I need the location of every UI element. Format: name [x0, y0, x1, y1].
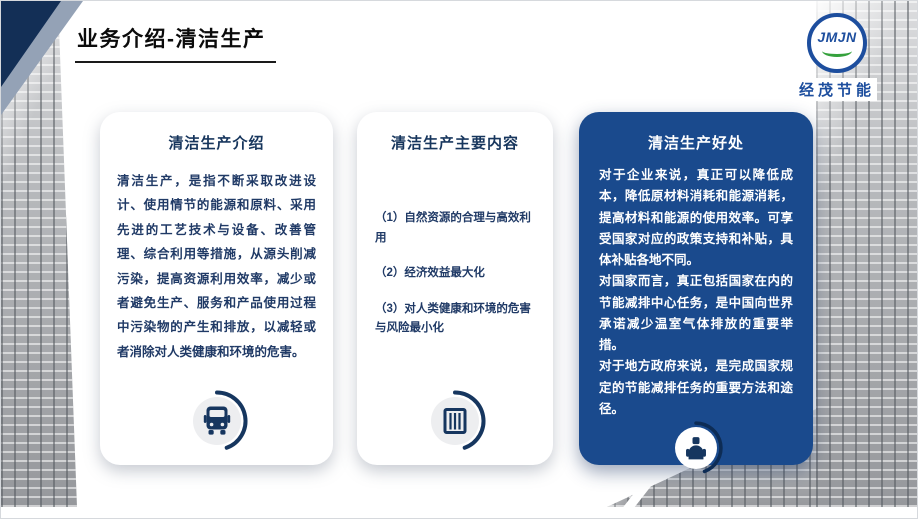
company-logo: JMJN 经茂节能 [789, 13, 885, 101]
card-body-text: 清洁生产，是指不断采取改进设计、使用情节的能源和原料、采用先进的工艺技术与设备、… [117, 174, 316, 359]
logo-text: JMJN [817, 28, 857, 45]
crate-icon [423, 389, 487, 453]
list-item: （1）自然资源的合理与高效利用 [375, 212, 531, 244]
paragraph: 对于地方政府来说，是完成国家规定的节能减排任务的重要方法和途径。 [599, 359, 793, 416]
card-clean-production-intro: 清洁生产介绍 清洁生产，是指不断采取改进设计、使用情节的能源和原料、采用先进的工… [100, 112, 333, 465]
card-paragraphs: 对于企业来说，真正可以降低成本，降低原材料消耗和能源消耗，提高材料和能源的使用效… [596, 165, 796, 420]
card-title: 清洁生产介绍 [168, 135, 265, 152]
card-main-content: 清洁生产主要内容 （1）自然资源的合理与高效利用 （2）经济效益最大化 （3）对… [357, 112, 553, 465]
logo-swoosh-icon [822, 45, 852, 57]
logo-ring: JMJN [807, 13, 867, 73]
card-title: 清洁生产好处 [647, 135, 744, 152]
page-title: 业务介绍-清洁生产 [75, 23, 276, 63]
worker-icon [668, 420, 724, 476]
logo-subtitle: 经茂节能 [796, 78, 877, 101]
paragraph: 对于企业来说，真正可以降低成本，降低原材料消耗和能源消耗，提高材料和能源的使用效… [599, 168, 793, 267]
card-benefits: 清洁生产好处 对于企业来说，真正可以降低成本，降低原材料消耗和能源消耗，提高材料… [579, 112, 813, 474]
list-item: （2）经济效益最大化 [375, 267, 485, 280]
bus-icon [185, 389, 249, 453]
list-item: （3）对人类健康和环境的危害与风险最小化 [375, 302, 531, 335]
card-title: 清洁生产主要内容 [390, 135, 519, 152]
card-item-list: （1）自然资源的合理与高效利用 （2）经济效益最大化 （3）对人类健康和环境的危… [374, 209, 536, 355]
paragraph: 对国家而言，真正包括国家在内的节能减排中心任务，是中国向世界承诺减少温室气体排放… [599, 274, 793, 352]
